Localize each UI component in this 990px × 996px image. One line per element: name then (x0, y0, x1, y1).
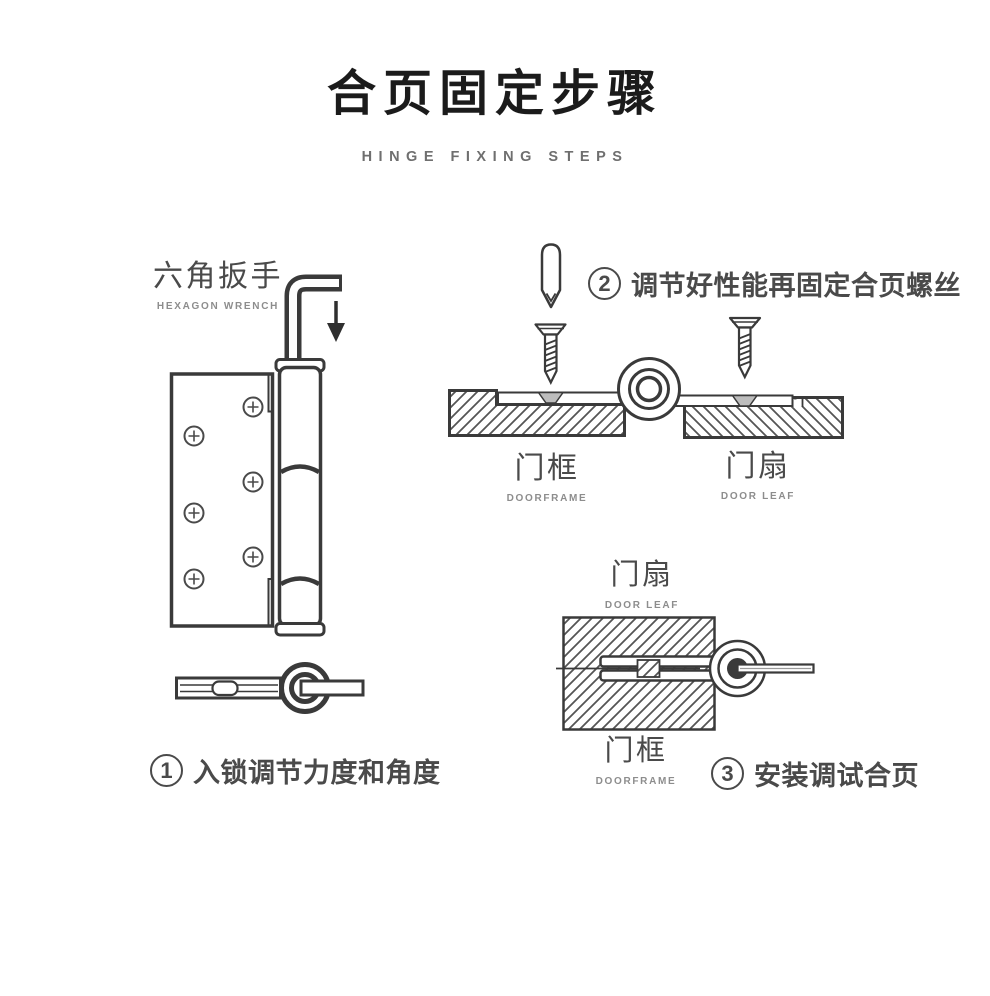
step-3-number-badge: 3 (711, 757, 744, 790)
page-subtitle: HINGE FIXING STEPS (361, 149, 629, 165)
hinge-top-view-illustration (175, 662, 365, 714)
doorleaf-label-middle: 门扇 DOOR LEAF (592, 559, 692, 611)
step-2-number-badge: 2 (588, 267, 621, 300)
hinge-cross-section-closed-illustration (556, 616, 815, 731)
doorleaf-label-top-en: DOOR LEAF (720, 491, 796, 502)
step-1-caption: 1 入锁调节力度和角度 (150, 751, 441, 790)
doorframe-label-top: 门框 DOORFRAME (492, 452, 602, 504)
step-1-text: 入锁调节力度和角度 (193, 758, 441, 788)
doorframe-label-top-en: DOORFRAME (506, 493, 588, 504)
doorframe-label-bottom-zh: 门框 (604, 735, 668, 767)
doorleaf-label-top: 门扇 DOOR LEAF (703, 450, 813, 502)
hinge-front-illustration (169, 274, 345, 637)
doorleaf-label-top-zh: 门扇 (725, 450, 791, 483)
doorframe-label-top-zh: 门框 (514, 452, 580, 485)
screw-right-icon (728, 316, 762, 380)
doorframe-label-bottom: 门框 DOORFRAME (586, 735, 686, 787)
screw-left-icon (534, 323, 567, 385)
hex-wrench-label: 六角扳手 HEXAGON WRENCH (148, 260, 288, 312)
doorleaf-label-middle-zh: 门扇 (610, 559, 674, 591)
doorleaf-label-middle-en: DOOR LEAF (604, 599, 680, 611)
step-1-number-badge: 1 (150, 754, 183, 787)
hex-wrench-label-zh: 六角扳手 (153, 260, 283, 293)
step-2-caption: 2 调节好性能再固定合页螺丝 (588, 264, 961, 303)
page-title: 合页固定步骤 (326, 67, 663, 121)
screwdriver-bit-icon (540, 243, 562, 309)
hex-wrench-label-en: HEXAGON WRENCH (156, 301, 280, 312)
hinge-cross-section-open-illustration (448, 243, 844, 439)
step-3-text: 安装调试合页 (754, 761, 919, 791)
step-2-text: 调节好性能再固定合页螺丝 (631, 271, 961, 301)
step-3-caption: 3 安装调试合页 (711, 754, 919, 793)
doorframe-label-bottom-en: DOORFRAME (595, 775, 677, 787)
